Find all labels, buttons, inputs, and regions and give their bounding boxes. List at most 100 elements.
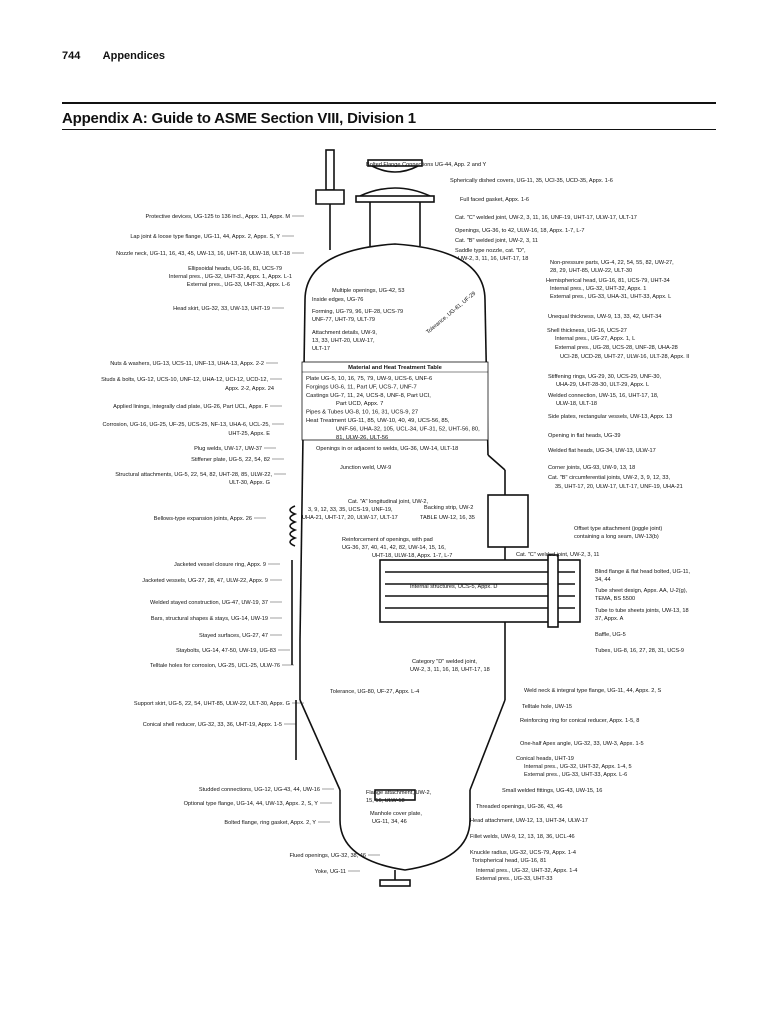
page-number: 744 — [62, 50, 81, 62]
right-label: Corner joints, UG-93, UW-9, 13, 18 — [548, 465, 635, 471]
left-label: ULT-30, Appx. G — [229, 480, 270, 486]
right-label: Head attachment, UW-12, 13, UHT-34, ULW-… — [470, 818, 588, 824]
cone-left — [299, 699, 341, 791]
table-row: Pipes & Tubes UG-8, 10, 16, 31, UCS-9, 2… — [306, 410, 418, 416]
left-label: Stayed surfaces, UG-27, 47 — [199, 633, 268, 639]
center-label: ULT-17 — [312, 346, 330, 352]
left-label: Appx. 2-2, Appx. 24 — [225, 386, 274, 392]
table-row: UNF-56, UHA-32, 105, UCL-34, UF-31, 52, … — [336, 426, 480, 432]
left-label: Studs & bolts, UG-12, UCS-10, UNF-12, UH… — [101, 377, 268, 383]
dished-cover — [371, 165, 419, 173]
center-label: 15, 16, ULW-18 — [366, 798, 405, 804]
left-label: Structural attachments, UG-5, 22, 54, 82… — [115, 472, 272, 478]
right-label: Full faced gasket, Appx. 1-6 — [460, 197, 529, 203]
right-label: Torispherical head, UG-16, 81 — [472, 858, 546, 864]
center-label: UHA-21, UHT-17, 20, ULW-17, ULT-17 — [302, 515, 398, 521]
left-label: Nozzle neck, UG-11, 16, 43, 45, UW-13, 1… — [116, 251, 290, 257]
right-label: Cat. "B" circumferential joints, UW-2, 3… — [548, 475, 670, 481]
table-row: Heat Treatment UG-11, 85, UW-10, 40, 49,… — [306, 418, 450, 424]
side-nozzle — [487, 494, 529, 548]
shell-left — [299, 299, 306, 641]
right-label: Reinforcing ring for conical reducer, Ap… — [520, 718, 639, 724]
center-label: Attachment details, UW-9, — [312, 330, 377, 336]
page-title: Appendix A: Guide to ASME Section VIII, … — [62, 110, 416, 127]
cone-right — [469, 699, 506, 791]
right-label: Welded connection, UW-15, 16, UHT-17, 18… — [548, 393, 659, 399]
right-label: Internal pres., UG-27, Appx. 1, L — [555, 336, 635, 342]
section-name: Appendices — [102, 50, 166, 62]
right-label: 28, 29, UHT-85, ULW-22, ULT-30 — [550, 268, 632, 274]
center-label: Reinforcement of openings, with pad — [342, 537, 433, 543]
right-label: 34, 44 — [595, 577, 611, 583]
center-label: UG-11, 34, 46 — [372, 819, 407, 825]
left-label: Conical shell reducer, UG-32, 33, 36, UH… — [143, 722, 282, 728]
table-row: Part UCD, Appx. 7 — [336, 401, 383, 407]
center-label: UHT-18, ULW-18, Appx. 1-7, L-7 — [372, 553, 452, 559]
left-label: Internal pres., UG-32, UHT-32, Appx. 1, … — [169, 274, 292, 280]
left-label: Staybolts, UG-14, 47-50, UW-19, UG-83 — [176, 648, 276, 654]
right-label: containing a long seam, UW-13(b) — [574, 534, 659, 540]
right-labels: Bolted Flange Connections UG-44, App. 2 … — [366, 162, 690, 882]
right-label: Unequal thickness, UW-9, 13, 33, 42, UHT… — [548, 314, 661, 320]
left-label: Plug welds, UW-17, UW-37 — [194, 446, 262, 452]
right-label: External pres., UG-28, UCS-28, UNF-28, U… — [555, 345, 678, 351]
right-label: External pres., UG-33, UHT-33 — [476, 876, 552, 882]
bottom-flange — [379, 879, 411, 887]
right-label: One-half Apex angle, UG-32, 33, UW-3, Ap… — [520, 741, 644, 747]
left-labels: Protective devices, UG-125 to 136 incl.,… — [101, 214, 366, 875]
right-label: ULW-18, ULT-18 — [556, 401, 597, 407]
left-label: Studded connections, UG-12, UG-43, 44, U… — [199, 787, 320, 793]
table-row: 81, ULW-26, ULT-56 — [336, 435, 388, 441]
left-label: Support skirt, UG-5, 22, 54, UHT-85, ULW… — [134, 701, 290, 707]
right-label: Tubes, UG-8, 16, 27, 28, 31, UCS-9 — [595, 648, 684, 654]
leader-lines — [254, 215, 380, 872]
bellows-joint — [289, 505, 298, 547]
left-label: Corrosion, UG-16, UG-25, UF-25, UCS-25, … — [102, 422, 270, 428]
right-label: Baffle, UG-5 — [595, 632, 626, 638]
center-label: Tolerance, UG-81, UF-29 — [425, 291, 477, 336]
right-label: Internal pres., UG-32, UHT-32, Appx. 1-4 — [476, 868, 577, 874]
left-label: Ellipsoidal heads, UG-16, 81, UCS-79 — [188, 266, 282, 272]
center-label: Manhole cover plate, — [370, 811, 422, 817]
spherical-cover — [359, 187, 431, 197]
right-label: Telltale hole, UW-15 — [522, 704, 572, 710]
left-label: Telltale holes for corrosion, UG-25, UCL… — [150, 663, 280, 669]
shell-transition — [487, 454, 506, 471]
right-label: 35, UHT-17, 20, ULW-17, ULT-17, UNF-19, … — [555, 484, 683, 490]
title-rule — [62, 129, 716, 130]
left-label: Welded stayed construction, UG-47, UW-19… — [150, 600, 268, 606]
left-label: Jacketed vessels, UG-27, 28, 47, ULW-22,… — [142, 578, 268, 584]
right-label: Cat. "C" welded joint, UW-2, 3, 11, 16, … — [455, 215, 637, 221]
top-flange — [367, 159, 423, 167]
center-label: Cat. "C" welded joint, UW-2, 3, 11 — [516, 552, 599, 558]
right-label: Offset type attachment (joggle joint) — [574, 526, 662, 532]
center-label: UNF-77, UHT-79, ULT-79 — [312, 317, 375, 323]
center-label: Category "D" welded joint, — [412, 659, 477, 665]
cover-flange — [355, 195, 435, 203]
center-label: Internal structures, UCS-5, Appx. D — [410, 584, 497, 590]
top-head — [304, 243, 486, 301]
right-label: Tube sheet design, Appx. AA, U-2(g), — [595, 588, 688, 594]
table-row: Plate UG-5, 10, 16, 75, 79, UW-9, UCS-6,… — [306, 376, 432, 382]
center-label: Backing strip, UW-2 — [424, 505, 473, 511]
right-label: Threaded openings, UG-36, 43, 46 — [476, 804, 562, 810]
manhole-cover — [374, 789, 416, 801]
right-label: Shell thickness, UG-16, UCS-27 — [547, 328, 627, 334]
left-label: Flued openings, UG-32, 38, 46 — [290, 853, 367, 859]
right-label: Openings, UG-36, to 42, ULW-16, 18, Appx… — [455, 228, 584, 234]
bottom-head — [339, 819, 471, 871]
center-label: Cat. "A" longitudinal joint, UW-2, — [348, 499, 428, 505]
right-label: Welded flat heads, UG-34, UW-13, ULW-17 — [548, 448, 656, 454]
center-label: Tolerance, UG-80, UF-27, Appx. L-4 — [330, 689, 419, 695]
right-label: Cat. "B" welded joint, UW-2, 3, 11 — [455, 238, 538, 244]
center-label: TABLE UW-12, 16, 35 — [420, 515, 475, 521]
center-label: Inside edges, UG-76 — [312, 297, 363, 303]
tube-bundle — [379, 559, 581, 623]
right-label: UCI-28, UCD-28, UHT-27, ULW-16, ULT-28, … — [560, 354, 690, 360]
left-label: Jacketed vessel closure ring, Appx. 9 — [174, 562, 266, 568]
left-label: Nuts & washers, UG-13, UCS-11, UNF-13, U… — [110, 361, 264, 367]
center-label: UW-2, 3, 11, 16, 18, UHT-17, 18 — [410, 667, 490, 673]
vessel-drawing — [289, 149, 581, 887]
